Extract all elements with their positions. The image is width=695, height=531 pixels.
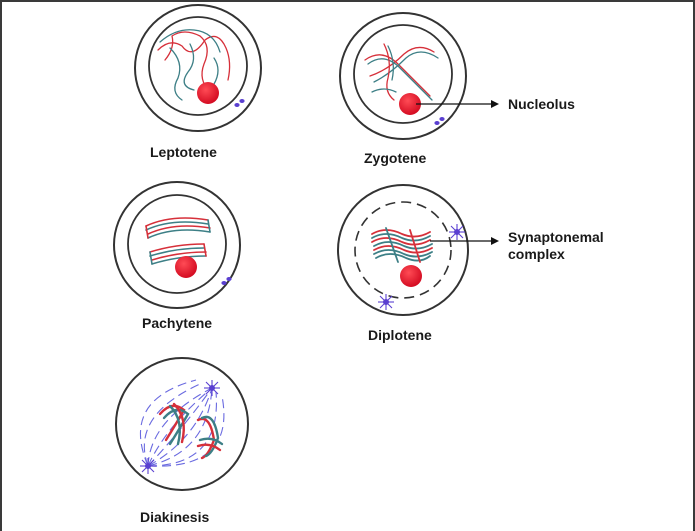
zygotene-cell [340, 13, 499, 139]
nucleolus [400, 265, 422, 287]
stage-label-leptotene: Leptotene [150, 144, 217, 161]
diplotene-bivalents [372, 228, 432, 262]
stage-label-zygotene: Zygotene [364, 150, 426, 167]
centriole-icon [234, 99, 244, 107]
stage-label-diplotene: Diplotene [368, 327, 432, 344]
leptotene-cell [135, 5, 261, 131]
pachytene-cell [114, 182, 240, 308]
aster-icon [449, 224, 465, 240]
leptotene-chromosomes [158, 30, 230, 100]
callout-nucleolus: Nucleolus [508, 96, 575, 113]
aster-icon [378, 294, 394, 310]
zygotene-chromosomes [365, 44, 438, 100]
stage-label-diakinesis: Diakinesis [140, 509, 209, 526]
nucleolus [197, 82, 219, 104]
diakinesis-chromosomes [160, 404, 222, 458]
callout-synaptonemal-line1: Synaptonemal [508, 229, 604, 246]
diplotene-cell [338, 185, 499, 315]
stage-label-pachytene: Pachytene [142, 315, 212, 332]
aster-icon [204, 380, 220, 396]
aster-icon [140, 458, 156, 474]
pachytene-bivalents [146, 218, 210, 264]
diakinesis-cell [116, 358, 248, 490]
callout-synaptonemal-line2: complex [508, 246, 565, 263]
nucleolus [175, 256, 197, 278]
